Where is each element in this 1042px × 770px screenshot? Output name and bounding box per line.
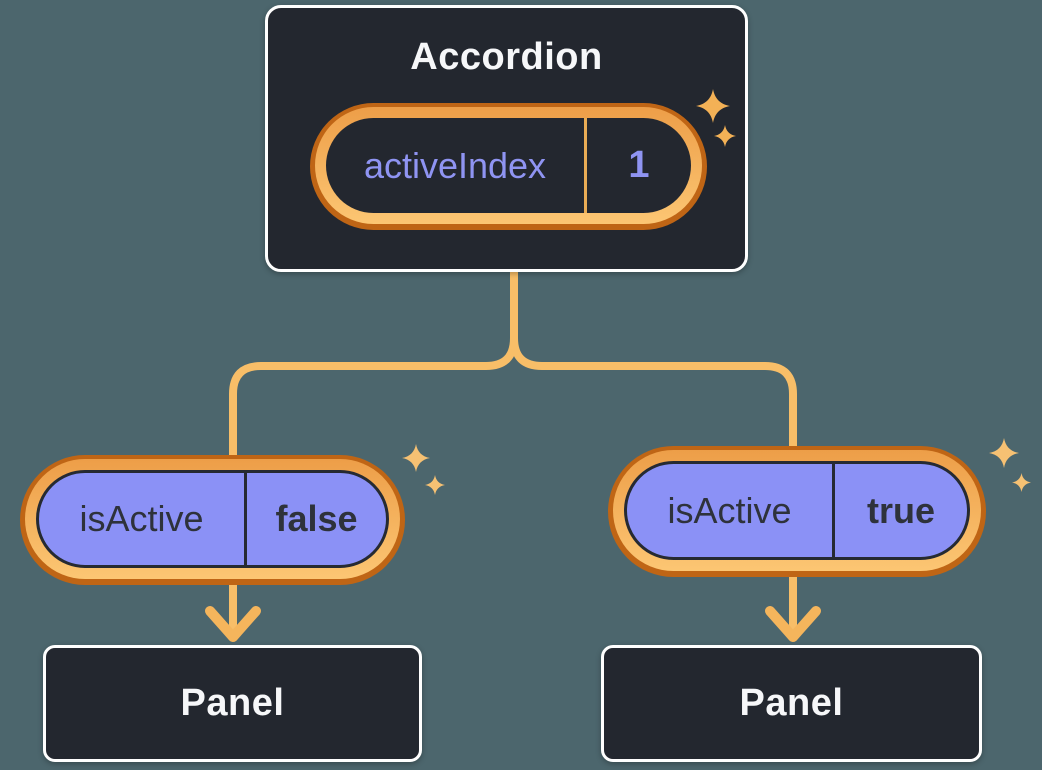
sparkle-icon-right-large — [989, 438, 1019, 468]
state-label: activeIndex — [363, 144, 547, 186]
accordion-title: Accordion — [410, 36, 603, 78]
panel-left-label: Panel — [180, 682, 285, 724]
prop-pill-right-ring: isActive true — [613, 450, 981, 571]
prop-divider-right — [832, 464, 835, 557]
panel-left: Panel — [43, 645, 422, 762]
prop-pill-left-core: isActive false — [36, 470, 389, 568]
prop-label-left: isActive — [79, 498, 204, 539]
prop-value-right: true — [866, 489, 935, 531]
prop-label-right: isActive — [667, 489, 792, 531]
prop-pill-left-ring: isActive false — [25, 459, 400, 579]
state-pill-divider — [584, 118, 587, 213]
arrow-head-right — [765, 606, 821, 642]
sparkle-icon-left-large — [402, 444, 430, 472]
state-pill: activeIndex 1 — [310, 103, 707, 230]
prop-pill-left: isActive false — [20, 455, 405, 585]
prop-pill-right: isActive true — [608, 446, 986, 577]
panel-right-label: Panel — [739, 682, 844, 724]
state-pill-core: activeIndex 1 — [326, 118, 691, 213]
sparkle-icon-card-large — [696, 89, 730, 123]
branch-line-right — [510, 270, 797, 636]
prop-divider-left — [244, 473, 247, 565]
state-value: 1 — [628, 144, 650, 186]
arrow-head-left — [205, 606, 261, 642]
prop-value-left: false — [275, 498, 358, 539]
panel-right: Panel — [601, 645, 982, 762]
sparkle-icon-card-small — [714, 125, 736, 147]
state-pill-ring: activeIndex 1 — [315, 107, 702, 224]
sparkle-icon-right-small — [1012, 473, 1031, 492]
prop-pill-right-core: isActive true — [624, 461, 970, 560]
sparkle-icon-left-small — [425, 475, 445, 495]
